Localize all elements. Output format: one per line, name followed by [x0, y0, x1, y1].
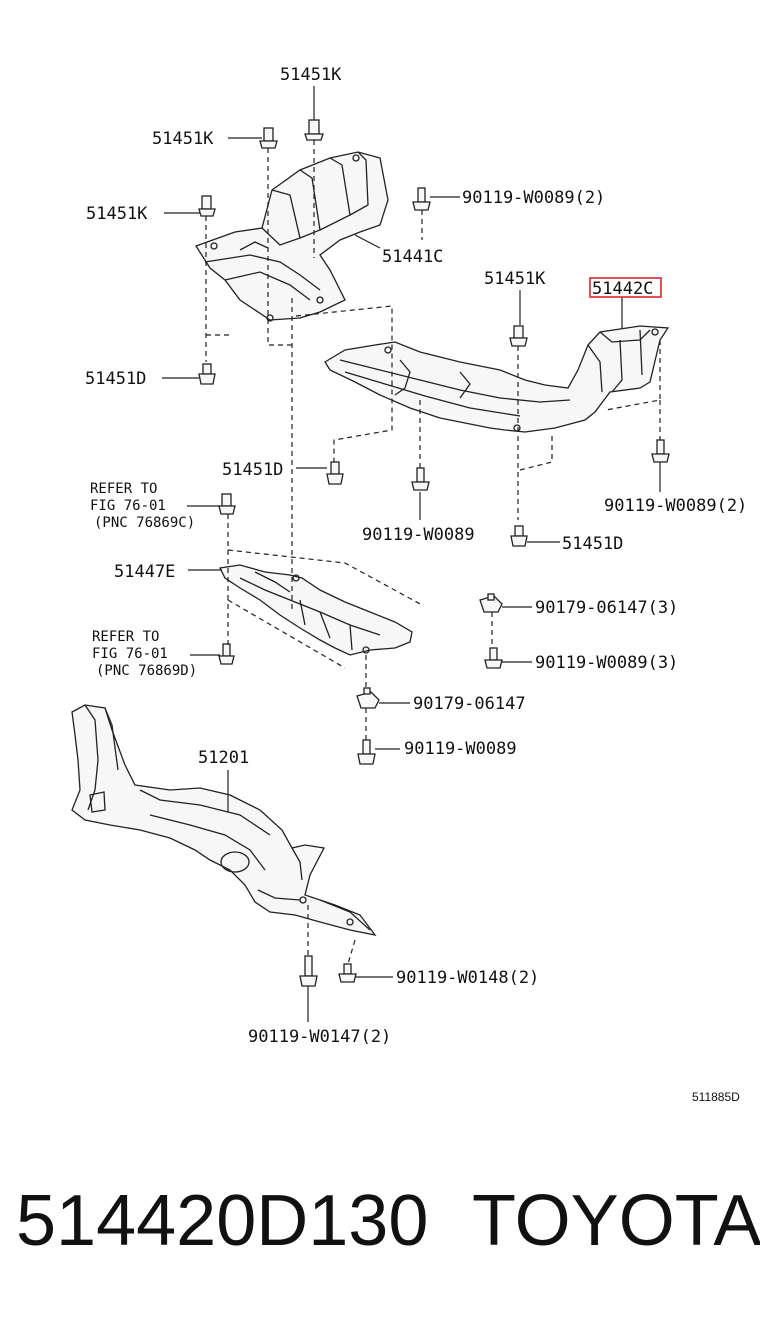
label-refer2-line2: FIG 76-01: [92, 646, 168, 662]
label-w0089-mid: 90119-W0089: [362, 525, 475, 545]
bolt-w0089-right: [651, 439, 670, 463]
label-clip-06147: 90179-06147: [413, 694, 526, 714]
bolt-refer1: [218, 493, 236, 515]
label-refer1-line2: FIG 76-01: [90, 498, 166, 514]
bolt-51451k-left1: [259, 127, 278, 149]
label-51451d-left: 51451D: [85, 369, 146, 389]
label-w0147: 90119-W0147(2): [248, 1027, 391, 1047]
part-51201-shape: [71, 704, 377, 936]
label-refer2-line3: (PNC 76869D): [96, 663, 197, 679]
bolt-51451d-mid: [326, 461, 344, 485]
label-51451d-mid: 51451D: [222, 460, 283, 480]
bolt-51451k-left2: [198, 195, 216, 217]
bolt-w0089-low: [357, 739, 376, 765]
label-w0089-3: 90119-W0089(3): [535, 653, 678, 673]
label-51451d-right: 51451D: [562, 534, 623, 554]
part-51441c-shape: [195, 151, 389, 322]
label-refer1-line3: (PNC 76869C): [94, 515, 195, 531]
part-51442c-shape: [324, 325, 670, 433]
label-51451k-right: 51451K: [484, 269, 546, 289]
label-51201: 51201: [198, 748, 249, 768]
bolt-w0089-top: [412, 187, 431, 211]
label-refer2-line1: REFER TO: [92, 629, 159, 645]
label-refer1-line1: REFER TO: [90, 481, 157, 497]
assembly-lines: [205, 140, 661, 965]
figure-code: 511885D: [692, 1090, 740, 1104]
label-51442c: 51442C: [592, 279, 653, 299]
footer: 514420D130 TOYOTA: [0, 1180, 760, 1290]
clip-06147: [356, 687, 380, 709]
clip-06147-3: [479, 593, 503, 613]
bolt-w0089-3: [484, 647, 503, 669]
leader-lines: [162, 86, 661, 1022]
bolt-51451d-right: [510, 525, 528, 547]
bolt-w0148: [338, 963, 357, 983]
label-w0089-low: 90119-W0089: [404, 739, 517, 759]
part-number-title: 514420D130: [16, 1181, 429, 1261]
bolt-51451k-right: [509, 325, 528, 347]
label-51447e: 51447E: [114, 562, 175, 582]
label-51451k-top: 51451K: [280, 65, 342, 85]
brand-name: TOYOTA: [472, 1181, 760, 1261]
bolt-refer2: [218, 643, 235, 665]
highlight-box: [589, 277, 662, 298]
bolt-w0147: [299, 955, 318, 987]
label-w0089-top: 90119-W0089(2): [462, 188, 605, 208]
label-w0148: 90119-W0148(2): [396, 968, 539, 988]
label-51451k-left1: 51451K: [152, 129, 214, 149]
label-51451k-left2: 51451K: [86, 204, 148, 224]
fasteners: [198, 119, 670, 987]
label-w0089-mid-right: 90119-W0089(2): [604, 496, 747, 516]
bolt-51451d-left: [198, 363, 216, 385]
bolt-w0089-mid: [411, 467, 430, 491]
label-51441c: 51441C: [382, 247, 443, 267]
part-51447e-shape: [219, 564, 413, 656]
label-clip-06147-3: 90179-06147(3): [535, 598, 678, 618]
bolt-51451k-top: [304, 119, 324, 141]
callout-labels: 51451K 51451K 51451K 90119-W0089(2) 5144…: [85, 65, 747, 1104]
